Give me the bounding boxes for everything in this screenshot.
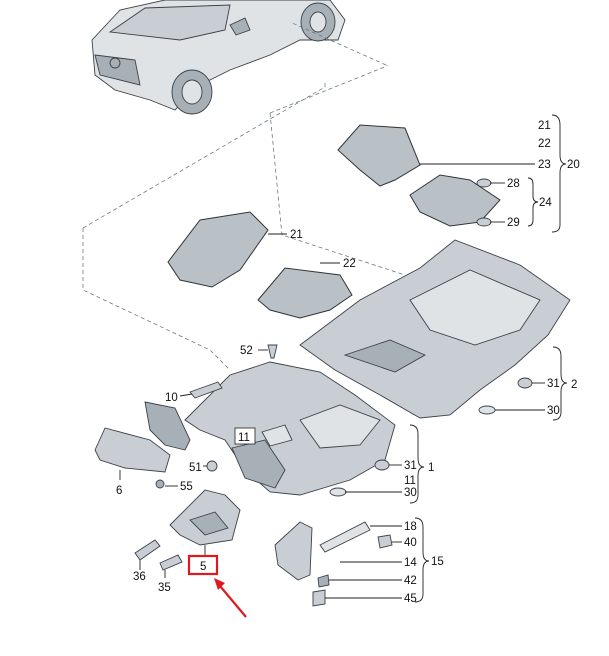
callout-11-front: 11 xyxy=(404,475,416,487)
callout-labels: 21 22 23 20 28 24 29 21 22 52 31 2 30 10… xyxy=(116,120,580,605)
callout-24: 24 xyxy=(539,197,552,209)
dashed-group-lines xyxy=(82,21,406,371)
callout-31-rear: 31 xyxy=(547,378,560,390)
screw-51 xyxy=(206,460,218,472)
front-floor-covering-1 xyxy=(144,344,396,497)
callout-15: 15 xyxy=(431,556,444,568)
highlighted-part-5: 5 xyxy=(187,554,247,618)
highlight-arrow xyxy=(219,585,247,618)
callout-21-mat: 21 xyxy=(290,229,303,241)
callout-2: 2 xyxy=(571,379,577,391)
clip-42 xyxy=(317,574,330,588)
mat-rear-24 xyxy=(409,174,501,227)
callout-52: 52 xyxy=(240,345,253,357)
floor-mat-set-20 xyxy=(337,124,501,227)
retainer-11-center xyxy=(261,424,293,447)
vehicle-illustration xyxy=(91,0,346,115)
clip-36 xyxy=(134,539,161,561)
callout-45: 45 xyxy=(404,593,417,605)
callout-21-top: 21 xyxy=(538,120,551,132)
fastener-31-front xyxy=(374,459,390,471)
clip-52 xyxy=(267,344,278,359)
callout-1: 1 xyxy=(428,462,434,474)
callout-11-box xyxy=(234,427,256,445)
callout-22-top: 22 xyxy=(538,138,551,150)
grommet-30-front xyxy=(329,487,347,497)
strip-18 xyxy=(319,521,371,553)
clip-35 xyxy=(159,554,183,571)
group-braces xyxy=(409,114,568,603)
callout-35: 35 xyxy=(158,582,171,594)
clip-45 xyxy=(312,589,326,607)
floor-mats-middle xyxy=(167,211,353,319)
mat-front-left-21 xyxy=(337,124,421,187)
callout-10: 10 xyxy=(165,392,178,404)
callout-55: 55 xyxy=(180,481,193,493)
callout-18: 18 xyxy=(404,521,417,533)
callout-30-rear: 30 xyxy=(547,405,560,417)
clip-40 xyxy=(377,534,393,549)
small-clips-36-35 xyxy=(134,539,183,571)
callout-6: 6 xyxy=(116,485,122,497)
callout-28: 28 xyxy=(507,178,520,190)
screw-55 xyxy=(155,479,165,489)
callout-22-mat: 22 xyxy=(343,258,356,270)
part-5-insulation xyxy=(169,489,241,546)
mat-22 xyxy=(257,267,353,319)
callout-36: 36 xyxy=(133,571,146,583)
callout-31-front: 31 xyxy=(404,460,417,472)
callout-42: 42 xyxy=(404,575,417,587)
trim-group-15 xyxy=(274,521,393,607)
callout-40: 40 xyxy=(404,537,417,549)
highlight-box xyxy=(187,554,219,576)
highlight-arrow-head xyxy=(214,578,225,590)
leader-lines xyxy=(119,163,545,599)
part-6-bracket xyxy=(94,427,171,489)
fastener-31-rear xyxy=(517,377,533,389)
fastener-28 xyxy=(476,178,492,188)
callout-23: 23 xyxy=(538,159,551,171)
callout-51: 51 xyxy=(189,462,202,474)
callout-29: 29 xyxy=(507,217,520,229)
callout-5: 5 xyxy=(200,561,206,573)
fastener-29 xyxy=(476,217,492,227)
callout-14: 14 xyxy=(404,557,417,569)
callout-20: 20 xyxy=(567,159,580,171)
grommet-30-rear xyxy=(478,405,496,415)
mat-21 xyxy=(167,211,269,288)
callout-30-front: 30 xyxy=(404,487,417,499)
callout-11-center: 11 xyxy=(238,432,250,444)
trim-clip-10 xyxy=(189,381,223,399)
